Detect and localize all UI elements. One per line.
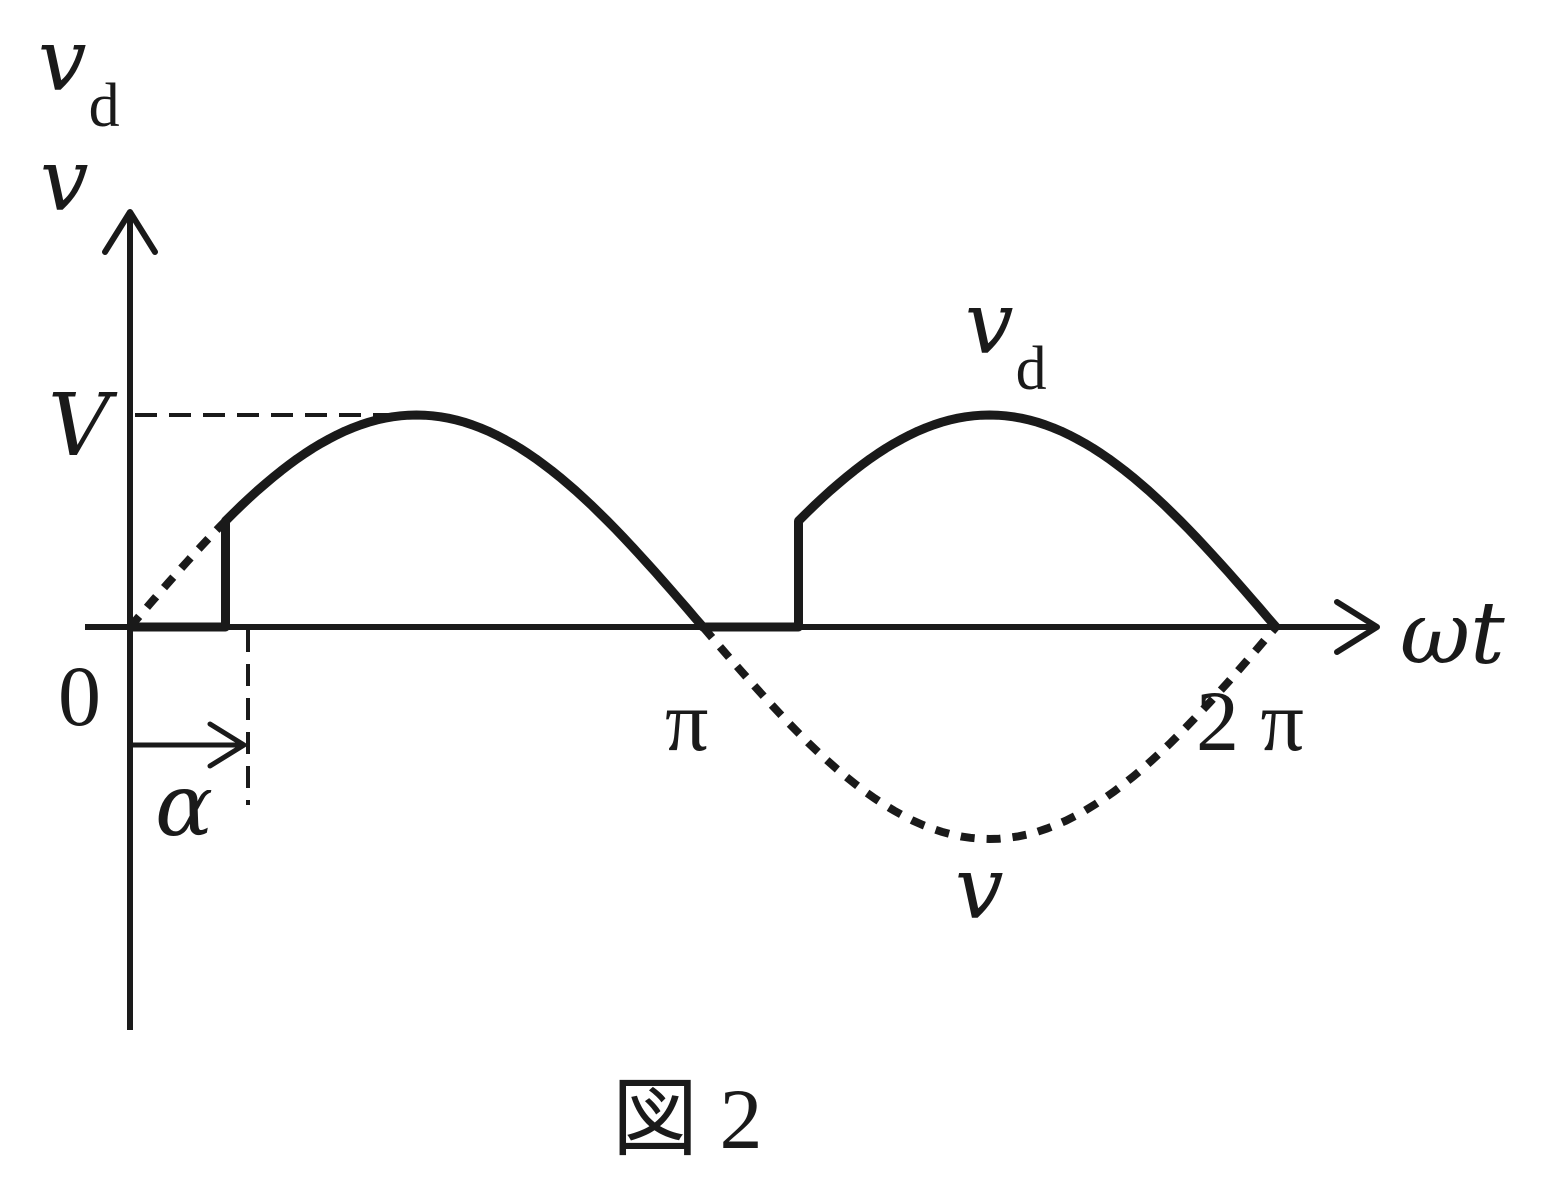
vd-curve-label: vd	[965, 274, 1047, 403]
supply-voltage-dotted-negative	[699, 624, 1280, 844]
y-axis-arrowhead	[102, 209, 158, 255]
v-axis-label: v	[40, 131, 89, 231]
origin-label: 0	[58, 648, 101, 744]
peak-v-label: V	[48, 376, 118, 476]
figure-caption: 図 2	[612, 1071, 763, 1167]
alpha-arrowhead	[207, 721, 247, 769]
x-axis-arrowhead	[1334, 599, 1380, 655]
v-curve-label: v	[955, 839, 1004, 939]
alpha-label: α	[155, 756, 213, 856]
x-axis-label: ωt	[1400, 584, 1505, 684]
two-pi-tick-label: 2 π	[1196, 673, 1304, 769]
vd-axis-label: vd	[38, 11, 120, 140]
supply-voltage-dotted-rise	[126, 518, 229, 630]
output-voltage-vd-curve	[130, 410, 1280, 632]
pi-tick-label: π	[665, 673, 708, 769]
